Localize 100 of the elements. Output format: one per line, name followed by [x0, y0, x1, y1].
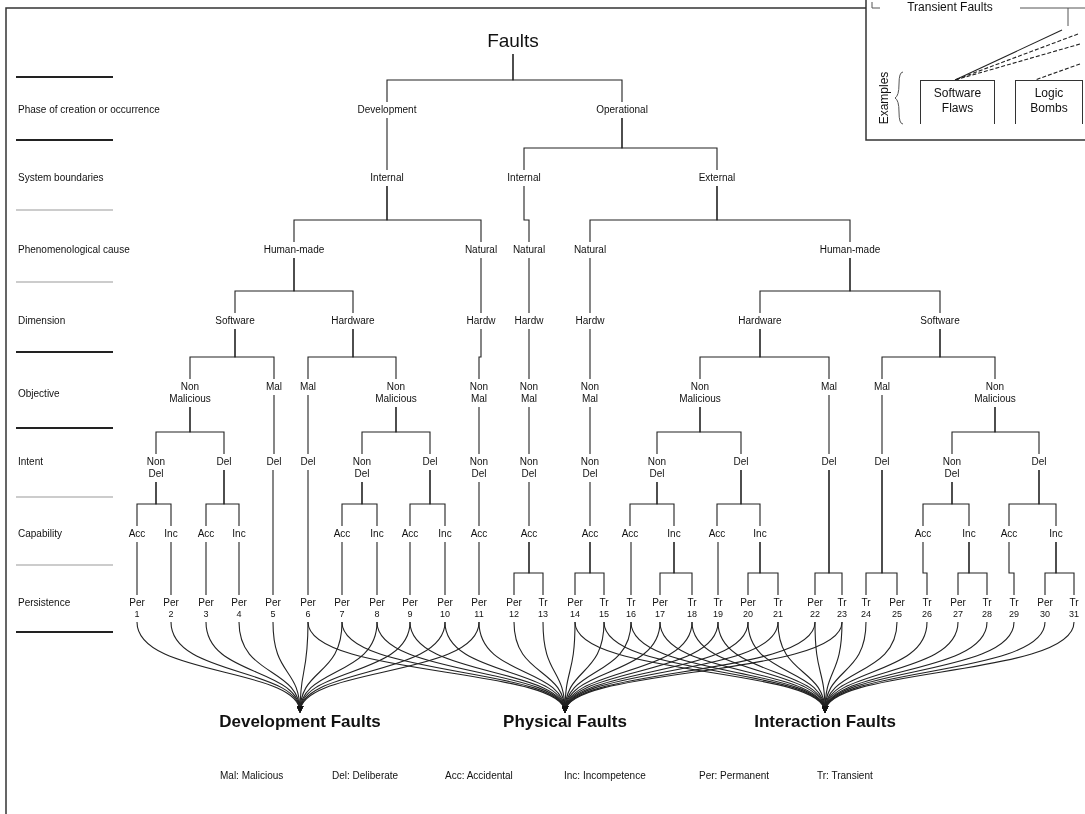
persistence-term: Tr — [1069, 597, 1079, 609]
category-term: Acc — [621, 528, 639, 540]
category-term: Acc — [128, 528, 146, 540]
category-term: Non Del — [580, 456, 600, 480]
fault-number: 13 — [538, 609, 548, 620]
persistence-term: Per — [807, 597, 823, 609]
fault-number: 15 — [599, 609, 609, 620]
connector-line — [528, 257, 530, 314]
connector-line — [478, 406, 480, 455]
fault-number: 12 — [508, 609, 520, 620]
connector-line — [272, 469, 274, 596]
category-term: Del — [266, 456, 282, 468]
persistence-term: Per — [437, 597, 453, 609]
category-term: Software — [215, 315, 255, 327]
persistence-term: Tr — [538, 597, 548, 609]
connector-line — [1055, 541, 1075, 596]
connector-line — [478, 481, 480, 527]
connector-line — [881, 469, 898, 596]
connector-line — [828, 394, 830, 455]
fault-number: 1 — [133, 609, 141, 620]
connector-line — [589, 541, 605, 596]
fault-number: 19 — [713, 609, 723, 620]
fault-number: 18 — [687, 609, 697, 620]
abbreviation-note: Tr: Transient — [817, 770, 873, 782]
persistence-term: Per — [402, 597, 418, 609]
category-term: Operational — [596, 104, 648, 116]
persistence-term: Tr — [687, 597, 697, 609]
category-term: Hardw — [466, 315, 496, 327]
connector-line — [361, 481, 378, 527]
row-label: Capability — [18, 528, 62, 540]
connector-line — [589, 406, 591, 455]
tree-root-label: Faults — [487, 30, 539, 52]
connector-line — [589, 481, 591, 527]
category-term: Hardw — [514, 315, 544, 327]
connector-line — [968, 541, 988, 596]
category-term: Del — [422, 456, 438, 468]
connector-line — [759, 541, 779, 596]
connector-line — [273, 394, 275, 455]
connector-line — [922, 541, 928, 596]
category-term: Non Malicious — [679, 381, 721, 405]
category-term: Mal — [820, 381, 838, 393]
category-term: Inc — [753, 528, 767, 540]
category-term: Acc — [197, 528, 215, 540]
connector-line — [170, 541, 172, 596]
category-term: Mal — [265, 381, 283, 393]
persistence-term: Per — [1037, 597, 1053, 609]
fault-number: 11 — [473, 609, 485, 620]
category-term: Mal — [873, 381, 891, 393]
fault-class-label: Physical Faults — [503, 712, 627, 732]
persistence-term: Per — [506, 597, 522, 609]
category-term: Acc — [708, 528, 726, 540]
row-label: System boundaries — [18, 172, 104, 184]
persistence-term: Tr — [773, 597, 783, 609]
connector-line — [621, 117, 718, 171]
connector-line — [939, 328, 996, 380]
connector-line — [994, 406, 1040, 455]
connector-line — [528, 481, 530, 527]
persistence-term: Per — [231, 597, 247, 609]
connector-line — [386, 117, 388, 171]
category-term: Inc — [1049, 528, 1063, 540]
persistence-term: Per — [889, 597, 905, 609]
persistence-term: Tr — [837, 597, 847, 609]
connector-line — [155, 481, 172, 527]
connector-line — [223, 469, 240, 527]
category-term: Non Del — [352, 456, 372, 480]
category-term: Non Malicious — [375, 381, 417, 405]
connector-line — [429, 469, 446, 527]
connector-line — [234, 328, 275, 380]
connector-line — [307, 469, 309, 596]
connector-line — [1034, 63, 1081, 81]
category-term: Non Mal — [580, 381, 600, 405]
connector-line — [238, 541, 240, 596]
category-term: Internal — [370, 172, 404, 184]
connector-line — [376, 541, 378, 596]
connector-line — [740, 469, 761, 527]
connector-line — [205, 541, 207, 596]
connector-line — [589, 257, 591, 314]
connector-line — [409, 541, 411, 596]
connector-line — [656, 481, 675, 527]
persistence-term: Per — [334, 597, 350, 609]
connector-line — [395, 406, 431, 455]
category-term: Non Del — [146, 456, 166, 480]
fault-number: 27 — [952, 609, 964, 620]
category-term: Development — [357, 104, 417, 116]
persistence-term: Tr — [982, 597, 992, 609]
persistence-term: Tr — [861, 597, 871, 609]
connector-line — [528, 406, 530, 455]
category-term: Non Malicious — [169, 381, 211, 405]
fault-number: 9 — [406, 609, 414, 620]
persistence-term: Per — [471, 597, 487, 609]
connector-line — [828, 469, 843, 596]
connector-line — [630, 541, 632, 596]
category-term: Non Del — [519, 456, 539, 480]
fault-class-label: Interaction Faults — [754, 712, 896, 732]
vertical-label: Examples — [878, 71, 890, 125]
connector-line — [589, 328, 591, 380]
category-term: Non Malicious — [974, 381, 1016, 405]
category-term: Natural — [573, 244, 607, 256]
connector-line — [528, 328, 530, 380]
category-term: Acc — [333, 528, 351, 540]
